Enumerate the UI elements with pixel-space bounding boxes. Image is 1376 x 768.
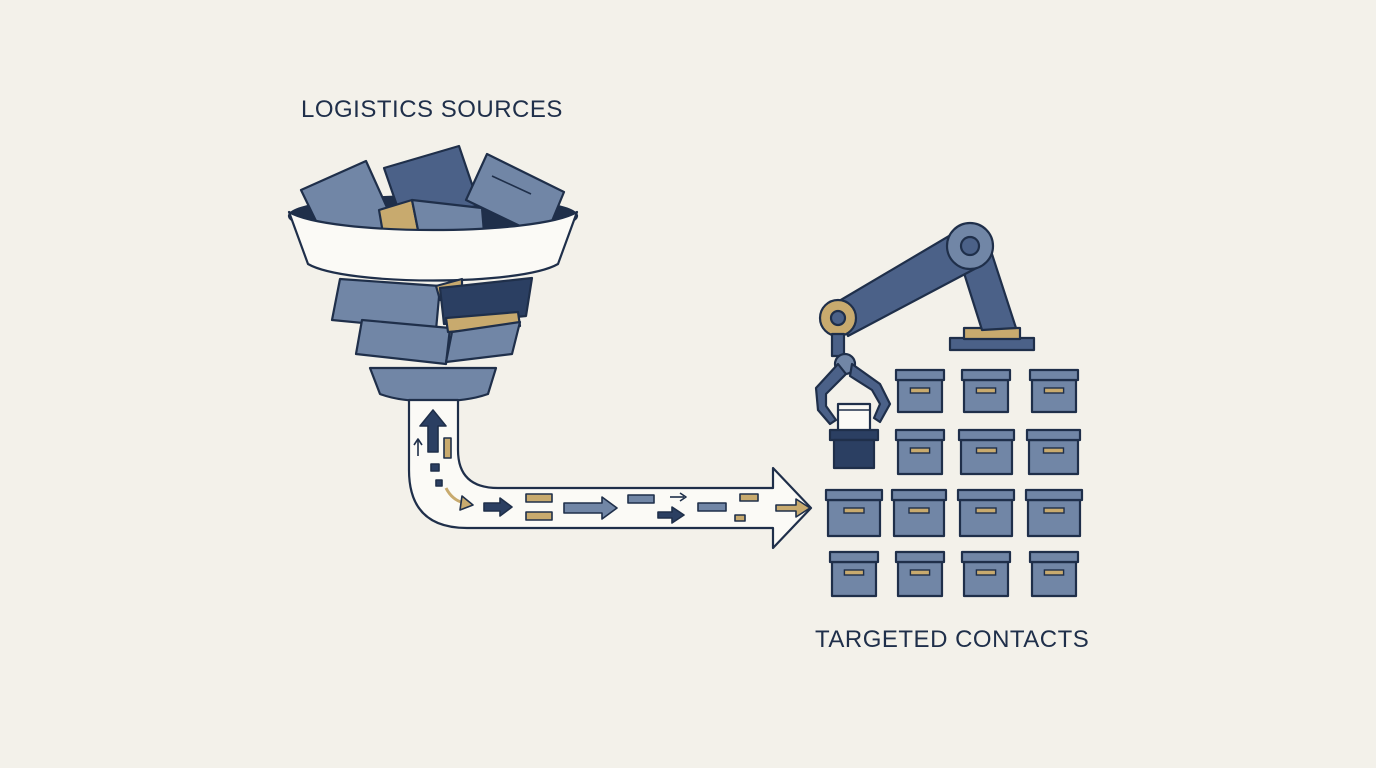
box-label (909, 569, 931, 576)
box-label (975, 507, 997, 514)
box-lid (957, 428, 1016, 442)
box-body (896, 560, 944, 598)
pipe-contents (413, 409, 811, 524)
gold-dash (525, 493, 553, 503)
gold-dash (443, 437, 452, 459)
box-lid (828, 550, 880, 564)
arm-wrist-pin (829, 309, 847, 327)
box-label (1043, 387, 1065, 394)
pipe-body (407, 398, 813, 550)
arm-forearm (830, 332, 846, 358)
blue-dash (627, 494, 655, 504)
box-label (975, 387, 997, 394)
box-body (1027, 438, 1080, 476)
box-label (1043, 569, 1065, 576)
box-icon (956, 488, 1016, 538)
box-lid (1025, 428, 1082, 442)
box-label (909, 447, 931, 454)
box-label (908, 507, 930, 514)
box-lid (960, 550, 1012, 564)
box-icon (890, 488, 948, 538)
box-body (896, 438, 944, 476)
dark-arrow-icon (483, 497, 513, 517)
gripped-box (836, 402, 872, 434)
box-icon (957, 428, 1016, 476)
box-icon (894, 368, 946, 414)
box-label (843, 569, 865, 576)
box-icon (894, 428, 946, 476)
box-body (896, 378, 944, 414)
box-body (826, 498, 882, 538)
box-body (1026, 498, 1082, 538)
funnel-spout (368, 366, 498, 403)
storage-grid (824, 368, 1084, 598)
gold-dash (734, 514, 746, 522)
funnel-box (444, 320, 522, 364)
box-icon (960, 550, 1012, 598)
box-icon (894, 550, 946, 598)
arrow-pipe-icon (407, 398, 813, 550)
box-lid (1028, 368, 1080, 382)
dark-square (435, 479, 443, 487)
box-body (1030, 560, 1078, 598)
arm-shoulder-pin (959, 235, 981, 257)
box-icon (1028, 368, 1080, 414)
small-up-arrow-head (413, 438, 423, 446)
box-lid (894, 550, 946, 564)
box-body (958, 498, 1014, 538)
box-lid (956, 488, 1016, 502)
box-lid (824, 488, 884, 502)
box-lid (894, 428, 946, 442)
lifted-box (832, 438, 876, 470)
box-lid (1024, 488, 1084, 502)
funnel-icon (287, 144, 579, 403)
box-lid (960, 368, 1012, 382)
gripper-right-claw (848, 362, 892, 424)
box-icon (1028, 550, 1080, 598)
sources-label: LOGISTICS SOURCES (301, 96, 563, 123)
box-icon (960, 368, 1012, 414)
box-body (959, 438, 1014, 476)
box-lid (1028, 550, 1080, 564)
gripper-left-claw (814, 362, 848, 426)
box-label (909, 387, 931, 394)
curved-gold-arrow-head (459, 495, 474, 511)
box-icon (1025, 428, 1082, 476)
funnel-box-detail (491, 175, 532, 195)
lifted-box-lid (828, 428, 880, 442)
funnel-band (287, 210, 579, 282)
robotic-arm-icon (814, 221, 1036, 470)
box-body (962, 560, 1010, 598)
box-icon (828, 550, 880, 598)
long-arrow-icon (563, 496, 618, 520)
box-label (1042, 447, 1065, 454)
blue-dash (697, 502, 727, 512)
box-body (1030, 378, 1078, 414)
dark-square (430, 463, 440, 472)
box-body (962, 378, 1010, 414)
thin-arrow-head (679, 492, 687, 502)
dark-arrow-icon (657, 506, 685, 524)
box-icon (1024, 488, 1084, 538)
box-label (975, 447, 998, 454)
box-body (892, 498, 946, 538)
up-arrow-icon (419, 409, 447, 453)
box-lid (890, 488, 948, 502)
box-label (843, 507, 865, 514)
box-icon (824, 488, 884, 538)
contacts-label: TARGETED CONTACTS (815, 626, 1090, 653)
box-label (1043, 507, 1065, 514)
box-lid (894, 368, 946, 382)
funnel-box (354, 318, 452, 366)
funnel-middle-boxes (330, 276, 534, 366)
exit-gold-arrow-icon (775, 498, 811, 518)
box-body (830, 560, 878, 598)
gold-dash (525, 511, 553, 521)
box-label (975, 569, 997, 576)
gold-dash (739, 493, 759, 502)
